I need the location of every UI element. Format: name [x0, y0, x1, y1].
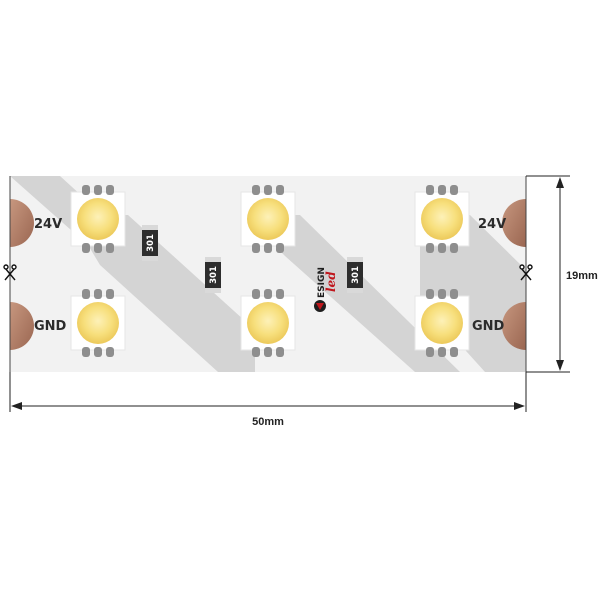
scissors-icon	[3, 264, 17, 281]
pad-bottom-left[interactable]	[10, 302, 34, 350]
svg-text:led: led	[324, 271, 338, 292]
pad-top-right[interactable]	[502, 199, 526, 247]
height-dimension-label: 19mm	[566, 270, 598, 282]
resistor-3-label: 301	[351, 266, 361, 284]
label-24v-right: 24V	[478, 217, 506, 232]
led-chip-bottom-3	[414, 288, 470, 358]
resistor-1-label: 301	[146, 234, 156, 252]
svg-text:ESIGN: ESIGN	[317, 267, 327, 298]
scissors-icon	[519, 264, 533, 281]
solder-pads	[10, 199, 526, 350]
label-gnd-left: GND	[34, 319, 67, 334]
resistor-1: 301	[142, 225, 158, 261]
width-dimension-label: 50mm	[252, 416, 284, 428]
pad-top-left[interactable]	[10, 199, 34, 247]
design-led-logo: ESIGN led	[314, 267, 338, 312]
resistor-3: 301	[347, 257, 363, 293]
width-dimension	[9, 372, 527, 412]
height-dimension	[526, 175, 570, 373]
resistor-2: 301	[205, 257, 221, 293]
resistor-2-label: 301	[209, 266, 219, 284]
led-chip-top-1	[70, 184, 126, 254]
label-24v-left: 24V	[34, 217, 62, 232]
led-chip-bottom-2	[240, 288, 296, 358]
led-chip-top-2	[240, 184, 296, 254]
led-chip-bottom-1	[70, 288, 126, 358]
pad-bottom-right[interactable]	[502, 302, 526, 350]
led-chip-top-3	[414, 184, 470, 254]
label-gnd-right: GND	[472, 319, 505, 334]
